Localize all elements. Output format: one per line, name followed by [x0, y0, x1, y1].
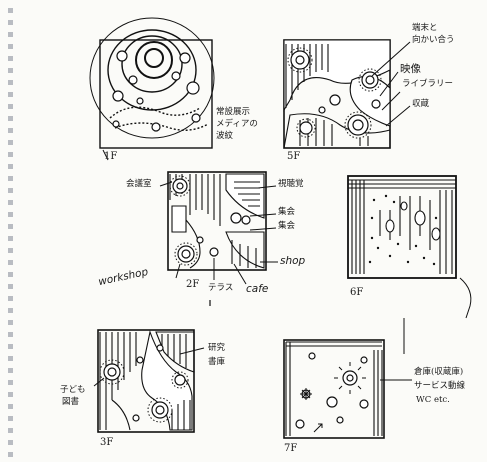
binding-hole — [8, 56, 13, 61]
binding-hole — [8, 188, 13, 193]
note-1f-media: メディアの — [216, 119, 258, 129]
note-2f-meeting: 会議室 — [126, 179, 152, 189]
binding-hole — [8, 164, 13, 169]
note-7f-service: サービス動線 — [414, 381, 466, 391]
binding-hole — [8, 212, 13, 217]
binding-hole — [8, 80, 13, 85]
note-5f-video: 映像 — [400, 63, 421, 75]
binding-hole — [8, 428, 13, 433]
binding-hole — [8, 20, 13, 25]
note-3f-library: 図書 — [62, 397, 80, 407]
floor-label-3f: 3F — [100, 437, 114, 448]
binding-hole — [8, 224, 13, 229]
binding-hole — [8, 32, 13, 37]
note-2f-av: 視聴覚 — [278, 179, 304, 189]
binding-hole — [8, 248, 13, 253]
note-7f-storage: 倉庫(収蔵庫) — [414, 367, 464, 377]
binding-hole — [8, 44, 13, 49]
note-2f-assembly-b: 集会 — [278, 221, 296, 231]
binding-hole — [8, 176, 13, 181]
floor-label-7f: 7F — [284, 443, 298, 454]
note-5f-library: ライブラリー — [402, 79, 454, 89]
floor-label-6f: 6F — [350, 287, 364, 298]
note-3f-study: 研究 — [208, 343, 226, 353]
binding-hole — [8, 8, 13, 13]
note-1f-ripple: 波紋 — [216, 131, 234, 141]
floor-label-5f: 5F — [287, 151, 301, 162]
binding-hole — [8, 152, 13, 157]
binding-hole — [8, 320, 13, 325]
note-3f-children: 子ども — [60, 385, 86, 395]
binding-hole — [8, 392, 13, 397]
floor-label-2f: 2F — [186, 279, 200, 290]
note-2f-cafe: cafe — [246, 283, 269, 295]
note-2f-shop: shop — [280, 255, 306, 267]
note-2f-terrace: テラス — [208, 283, 234, 293]
note-5f-terminal: 端末と — [412, 23, 438, 33]
binding-hole — [8, 104, 13, 109]
binding-hole — [8, 332, 13, 337]
binding-hole — [8, 452, 13, 457]
note-7f-wc: WC etc. — [416, 395, 450, 405]
binding-hole — [8, 380, 13, 385]
binding-hole — [8, 116, 13, 121]
binding-hole — [8, 368, 13, 373]
binding-hole — [8, 92, 13, 97]
binding-hole — [8, 296, 13, 301]
note-3f-books: 書庫 — [208, 357, 226, 367]
binding-hole — [8, 236, 13, 241]
binding-hole — [8, 308, 13, 313]
binding-hole — [8, 440, 13, 445]
binding-hole — [8, 344, 13, 349]
floor-label-1f: 1F — [104, 151, 118, 162]
binding-hole — [8, 272, 13, 277]
binding-hole — [8, 416, 13, 421]
note-1f-exhibit: 常設展示 — [216, 107, 251, 117]
note-5f-face: 向かい合う — [412, 35, 455, 45]
binding-hole — [8, 356, 13, 361]
binding-hole — [8, 128, 13, 133]
binding-hole — [8, 200, 13, 205]
note-5f-storage: 収蔵 — [412, 99, 430, 109]
binding-hole — [8, 260, 13, 265]
binding-hole — [8, 68, 13, 73]
binding-hole — [8, 140, 13, 145]
note-2f-assembly-a: 集会 — [278, 207, 296, 217]
binding-hole — [8, 404, 13, 409]
binding-hole — [8, 284, 13, 289]
